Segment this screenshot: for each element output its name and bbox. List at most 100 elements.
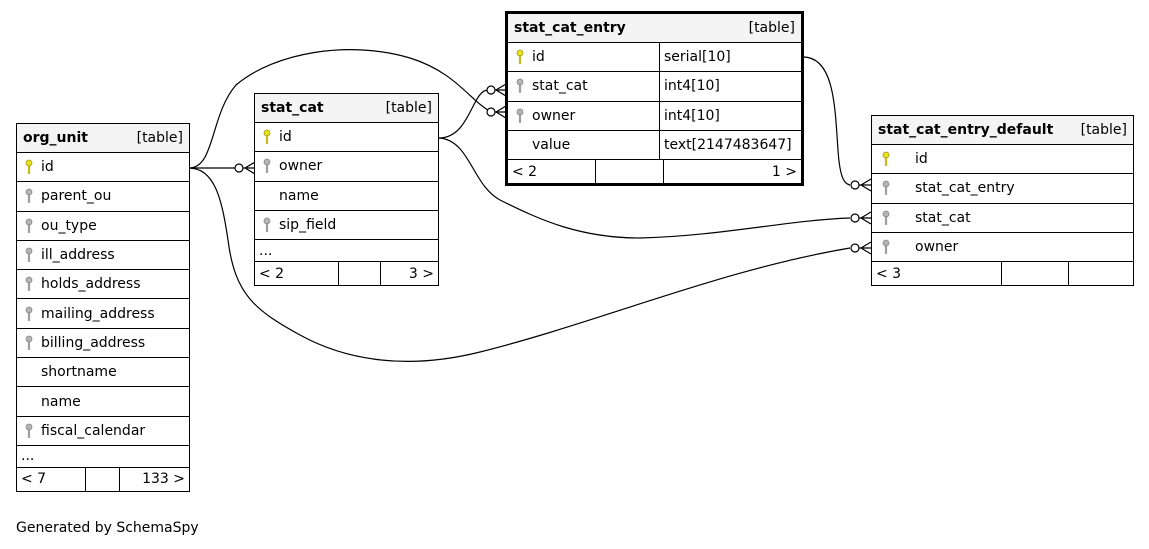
- table-name: stat_cat_entry: [514, 20, 626, 36]
- column-name: id: [915, 151, 928, 168]
- parents-count[interactable]: < 2: [259, 265, 285, 282]
- column-name: parent_ou: [41, 188, 112, 205]
- more-columns[interactable]: ...: [255, 240, 438, 263]
- column-row[interactable]: owner: [872, 233, 1133, 263]
- table-name: stat_cat_entry_default: [878, 122, 1054, 138]
- table-footer: < 2 1 >: [508, 160, 801, 184]
- column-row[interactable]: holds_address: [17, 270, 189, 300]
- table-org-unit[interactable]: org_unit [table] id parent_ou ou_type il…: [16, 123, 190, 492]
- primary-key-icon: [508, 43, 532, 71]
- foreign-key-icon: [17, 212, 41, 240]
- table-stat-cat-entry-default[interactable]: stat_cat_entry_default [table] id stat_c…: [871, 115, 1134, 287]
- foreign-key-icon: [17, 182, 41, 210]
- column-row[interactable]: owner int4[10]: [508, 101, 801, 131]
- relationship-org-unit-to-default-owner: [188, 167, 851, 362]
- column-name: holds_address: [41, 276, 141, 293]
- column-name: owner: [532, 107, 576, 124]
- column-row[interactable]: billing_address: [17, 329, 189, 359]
- column-row[interactable]: id: [17, 153, 189, 183]
- table-stat-cat-entry[interactable]: stat_cat_entry [table] id serial[10] sta…: [505, 11, 804, 187]
- column-name: id: [41, 159, 54, 176]
- optional-marker: [486, 85, 496, 95]
- relationship-stat-cat-to-entry-stat-cat: [438, 89, 489, 139]
- children-count[interactable]: 133 >: [119, 467, 189, 491]
- column-name: billing_address: [41, 334, 146, 351]
- column-name: name: [41, 393, 81, 410]
- more-columns[interactable]: ...: [17, 446, 189, 468]
- column-row[interactable]: stat_cat int4[10]: [508, 72, 801, 102]
- column-type: serial[10]: [659, 43, 801, 72]
- children-count[interactable]: [1068, 262, 1133, 286]
- table-kind: [table]: [748, 20, 795, 36]
- optional-marker: [850, 180, 860, 190]
- primary-key-icon: [872, 145, 900, 173]
- many-marker: [494, 105, 507, 119]
- column-name: stat_cat_entry: [915, 180, 1015, 197]
- table-name: stat_cat: [261, 100, 324, 116]
- table-stat-cat[interactable]: stat_cat [table] id owner name sip_field…: [254, 93, 439, 287]
- column-row[interactable]: owner: [255, 152, 438, 182]
- parents-count[interactable]: < 7: [21, 471, 47, 488]
- column-name: stat_cat: [915, 209, 971, 226]
- column-row[interactable]: shortname: [17, 358, 189, 388]
- footer-spacer: [85, 467, 119, 491]
- primary-key-icon: [17, 153, 41, 181]
- column-row[interactable]: name: [255, 182, 438, 211]
- table-header: stat_cat_entry_default [table]: [872, 116, 1133, 145]
- foreign-key-icon: [255, 211, 279, 239]
- optional-marker: [486, 107, 496, 117]
- column-row[interactable]: mailing_address: [17, 299, 189, 329]
- column-row[interactable]: id serial[10]: [508, 43, 801, 73]
- foreign-key-icon: [17, 329, 41, 357]
- many-marker: [859, 178, 872, 192]
- table-footer: < 7 133 >: [17, 467, 189, 491]
- column-name: name: [279, 187, 319, 204]
- column-name: id: [532, 49, 545, 66]
- footer-spacer: [1001, 262, 1068, 286]
- column-type: int4[10]: [659, 101, 801, 130]
- column-row[interactable]: name: [17, 387, 189, 417]
- table-kind: [table]: [136, 130, 183, 146]
- column-name: ou_type: [41, 217, 97, 234]
- footer-spacer: [595, 160, 663, 184]
- column-row[interactable]: value text[2147483647]: [508, 130, 801, 161]
- foreign-key-icon: [255, 152, 279, 180]
- parents-count[interactable]: < 3: [876, 265, 902, 282]
- many-marker: [859, 211, 872, 225]
- parents-count[interactable]: < 2: [512, 163, 538, 180]
- column-name: shortname: [41, 364, 117, 381]
- column-name: ill_address: [41, 247, 115, 264]
- table-kind: [table]: [1080, 122, 1127, 138]
- optional-marker: [850, 243, 860, 253]
- column-name: owner: [279, 158, 323, 175]
- many-marker: [494, 83, 507, 97]
- relationship-entry-to-default-entry: [802, 56, 851, 186]
- children-count[interactable]: 1 >: [663, 160, 801, 184]
- column-row[interactable]: ou_type: [17, 212, 189, 241]
- many-marker: [243, 161, 256, 175]
- column-row[interactable]: id: [872, 145, 1133, 175]
- foreign-key-icon: [17, 270, 41, 298]
- foreign-key-icon: [17, 417, 41, 445]
- foreign-key-icon: [508, 102, 532, 130]
- table-header: stat_cat_entry [table]: [508, 14, 801, 43]
- foreign-key-icon: [872, 233, 900, 261]
- column-row[interactable]: stat_cat_entry: [872, 174, 1133, 204]
- column-row[interactable]: sip_field: [255, 211, 438, 241]
- column-name: value: [532, 137, 571, 154]
- column-row[interactable]: id: [255, 123, 438, 153]
- relationship-stat-cat-to-default-stat-cat: [438, 137, 851, 239]
- column-row[interactable]: stat_cat: [872, 204, 1133, 233]
- optional-marker: [850, 213, 860, 223]
- column-row[interactable]: ill_address: [17, 241, 189, 271]
- relationship-org-unit-to-stat-cat-entry-owner: [188, 49, 489, 169]
- column-row[interactable]: fiscal_calendar: [17, 417, 189, 446]
- foreign-key-icon: [17, 299, 41, 327]
- table-footer: < 3: [872, 262, 1133, 286]
- table-header: org_unit [table]: [17, 124, 189, 153]
- column-row[interactable]: parent_ou: [17, 182, 189, 212]
- table-kind: [table]: [385, 100, 432, 116]
- children-count[interactable]: 3 >: [380, 262, 438, 286]
- foreign-key-icon: [17, 241, 41, 269]
